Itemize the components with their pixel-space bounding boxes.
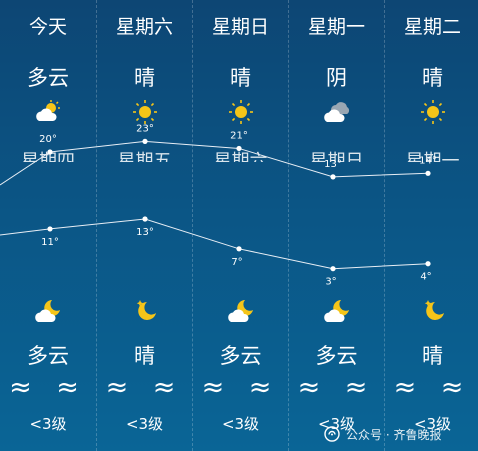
day-column: 星期六 晴 星期五 晴 ≈ ≈ <3级 bbox=[96, 0, 192, 451]
sun-icon bbox=[193, 100, 288, 128]
day-condition: 晴 bbox=[134, 66, 155, 90]
temperature-label: 20° bbox=[39, 134, 57, 145]
partly-cloudy-moon-icon bbox=[193, 298, 288, 328]
temperature-point bbox=[47, 149, 53, 155]
wind-wave-icon: ≈ ≈ bbox=[9, 372, 87, 403]
night-condition: 晴 bbox=[422, 344, 443, 368]
temperature-point bbox=[142, 216, 148, 222]
day-column: 星期二 晴 星期一 晴 ≈ ≈ <3级 bbox=[384, 0, 478, 451]
partial-text: 星期四 bbox=[21, 151, 75, 162]
temperature-point bbox=[330, 266, 336, 272]
partial-text: 星期一 bbox=[405, 151, 460, 162]
partly-cloudy-sun-icon bbox=[0, 100, 96, 128]
day-name: 星期六 bbox=[115, 16, 173, 38]
temperature-point bbox=[236, 246, 242, 252]
day-column: 星期日 晴 星期六 多云 ≈ ≈ <3级 bbox=[192, 0, 288, 451]
moon-star-icon bbox=[97, 298, 192, 328]
wind-level: <3级 bbox=[413, 415, 452, 433]
partial-text: 星期五 bbox=[117, 151, 172, 162]
temperature-line bbox=[0, 140, 429, 186]
partly-cloudy-moon-icon bbox=[289, 298, 384, 328]
wind-wave-icon: ≈ ≈ bbox=[201, 372, 280, 403]
temperature-line bbox=[0, 218, 429, 270]
watermark: 公众号 · 齐鲁晚报 bbox=[324, 424, 474, 444]
temperature-label: 13° bbox=[136, 227, 154, 238]
wind-wave-icon: ≈ ≈ bbox=[297, 372, 376, 403]
wind-wave-icon: ≈ ≈ bbox=[105, 372, 184, 403]
wind-level: <3级 bbox=[125, 415, 164, 433]
temperature-label: 3° bbox=[325, 277, 336, 288]
partial-text: 星期六 bbox=[213, 151, 268, 162]
overcast-cloud-icon bbox=[289, 100, 384, 128]
night-condition: 晴 bbox=[134, 344, 155, 368]
day-condition: 晴 bbox=[422, 66, 443, 90]
temperature-label: 23° bbox=[136, 123, 154, 134]
moon-star-icon bbox=[385, 298, 478, 328]
partly-cloudy-moon-icon bbox=[0, 298, 96, 328]
night-condition: 多云 bbox=[27, 344, 69, 368]
temperature-point bbox=[425, 261, 431, 267]
temperature-label: 13° bbox=[324, 159, 342, 170]
watermark-text: 公众号 · 齐鲁晚报 bbox=[346, 427, 442, 442]
wind-level: <3级 bbox=[29, 415, 67, 433]
temperature-label: 7° bbox=[231, 257, 242, 268]
sun-icon bbox=[385, 100, 478, 128]
wechat-official-account-icon bbox=[324, 426, 340, 442]
temperature-label: 21° bbox=[230, 130, 248, 141]
day-column: 今天 多云 星期四 多云 ≈ ≈ <3级 bbox=[0, 0, 96, 451]
day-name: 今天 bbox=[28, 16, 67, 38]
night-condition: 多云 bbox=[315, 344, 358, 368]
wind-wave-icon: ≈ ≈ bbox=[393, 372, 472, 403]
temperature-point bbox=[47, 226, 53, 232]
temperature-point bbox=[425, 170, 431, 176]
temperature-label: 11° bbox=[41, 237, 59, 248]
day-name: 星期一 bbox=[307, 16, 365, 38]
day-condition: 多云 bbox=[27, 66, 69, 90]
day-condition: 晴 bbox=[230, 66, 251, 90]
temperature-point bbox=[142, 138, 148, 144]
temperature-point bbox=[330, 174, 336, 180]
partial-text: 星期日 bbox=[309, 151, 364, 162]
wind-level: <3级 bbox=[221, 415, 260, 433]
sun-icon bbox=[97, 100, 192, 128]
day-name: 星期日 bbox=[211, 16, 269, 38]
day-condition: 阴 bbox=[326, 66, 347, 90]
temperature-point bbox=[236, 145, 242, 152]
day-name: 星期二 bbox=[403, 16, 461, 38]
temperature-label: 4° bbox=[420, 272, 431, 283]
night-condition: 多云 bbox=[219, 344, 262, 368]
temperature-label: 14° bbox=[419, 155, 437, 166]
